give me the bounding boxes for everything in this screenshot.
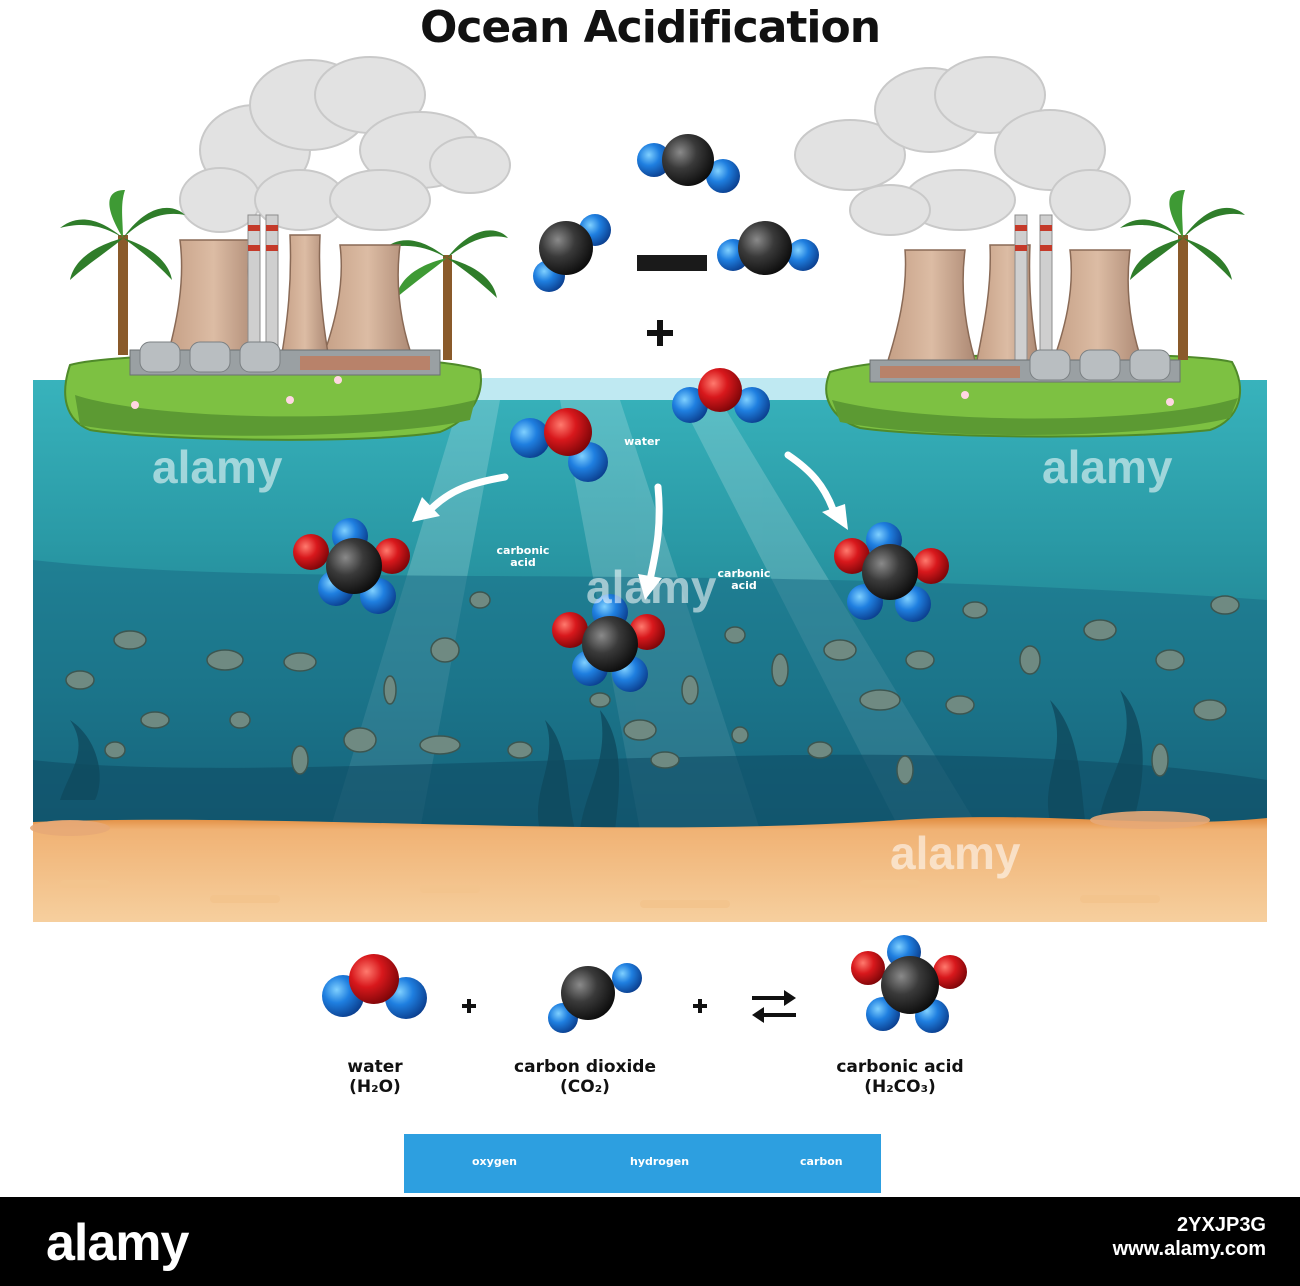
water-formula: (H₂O) [349,1077,401,1097]
footer-url: www.alamy.com [1112,1238,1266,1260]
water-name: water [347,1057,403,1077]
watermark-center: alamy [586,561,717,613]
reaction-arrows [426,451,839,584]
equation-water-molecule [322,954,427,1019]
co2-molecule-left [533,214,611,292]
legend-carbon-label: carbon [800,1155,843,1168]
equation-plus-1 [462,999,476,1013]
water-molecule-surface [672,368,770,423]
acid-formula: (H₂CO₃) [864,1077,936,1097]
label-water-underwater: water [624,435,660,448]
debris [65,591,1240,785]
sand-texture [60,880,1160,908]
co2-molecule-top [637,134,740,193]
sand-stones [30,811,1210,836]
page-title: Ocean Acidification [419,2,881,53]
arrow-heads [412,497,848,600]
equilibrium-arrows [752,990,796,1023]
right-smoke [794,56,1131,236]
equation-carbonic-acid-label: carbonic acid (H₂CO₃) [800,1057,1000,1097]
left-island [60,56,511,441]
co2-name: carbon dioxide [514,1057,656,1077]
legend [404,1134,881,1193]
sand-floor [33,817,1267,922]
equation-co2-molecule [548,963,642,1033]
watermark-lower-right: alamy [890,827,1021,879]
footer-logo: alamy [46,1214,189,1272]
acid-name: carbonic acid [836,1057,964,1077]
seaweed [60,690,1143,830]
equation-carbonic-acid-molecule [851,935,967,1033]
equation-co2-label: carbon dioxide (CO₂) [480,1057,690,1097]
co2-label-smudge [637,255,707,271]
right-island [794,56,1245,438]
equation-plus-2 [693,999,707,1013]
water-surface [470,378,830,400]
carbonic-acid-right [834,522,949,622]
watermark-left: alamy [152,441,283,493]
label-carbonic-acid-right: carbonic acid [717,567,771,592]
footer-image-info: 2YXJP3G www.alamy.com [1113,1213,1266,1261]
co2-formula: (CO₂) [560,1077,610,1097]
plus-sign-top [647,320,673,346]
co2-molecule-right [717,221,819,275]
right-palm [1120,190,1245,360]
sea-floor-shadow [33,754,1267,832]
footer-bar [0,1197,1300,1286]
legend-oxygen-label: oxygen [472,1155,517,1168]
carbonic-acid-center [552,594,665,692]
left-smoke [179,56,511,233]
label-carbonic-acid-left: carbonic acid [496,544,550,569]
carbonic-acid-left [293,518,410,614]
watermark-right: alamy [1042,441,1173,493]
left-palm-1 [60,190,185,355]
water-molecule-underwater [510,408,608,482]
footer-image-id: 2YXJP3G [1177,1214,1266,1236]
legend-hydrogen-label: hydrogen [630,1155,690,1168]
equation-water-label: water (H₂O) [310,1057,440,1097]
